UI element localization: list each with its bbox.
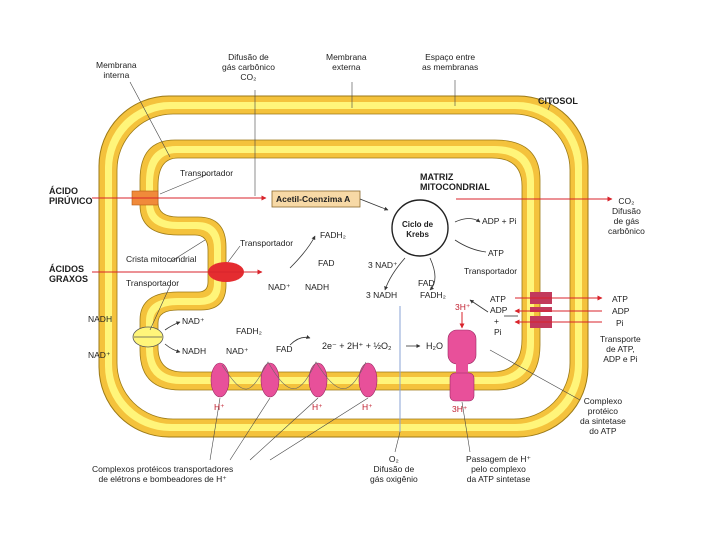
label-transportador-2: Transportador	[240, 238, 294, 248]
label-ciclo-krebs: Ciclo de Krebs	[402, 220, 434, 239]
label-nad-3: 3 NAD⁺	[368, 260, 398, 270]
label-citosol: CITOSOL	[538, 96, 578, 106]
label-co2-right: CO₂ Difusão de gás carbônico	[608, 196, 645, 236]
label-fad-3: FAD	[276, 344, 293, 354]
label-espaco-membranas: Espaço entre as membranas	[422, 52, 479, 72]
label-h-plus-3: H⁺	[362, 402, 373, 412]
label-adp-out: ADP	[612, 306, 630, 316]
label-nadh-1: NADH	[305, 282, 330, 292]
label-adp-2: ADP	[490, 305, 508, 315]
label-transportador-1: Transportador	[180, 168, 234, 178]
krebs-cycle-circle	[391, 199, 449, 257]
label-3h-a: 3H⁺	[455, 302, 471, 312]
label-fad-1: FAD	[318, 258, 335, 268]
label-nad-plus-2: NAD⁺	[182, 316, 205, 326]
label-h-plus-2: H⁺	[312, 402, 323, 412]
red-flow-arrows	[92, 195, 613, 432]
label-acetil-coa: Acetil-Coenzima A	[276, 194, 351, 204]
label-nad-plus-1: NAD⁺	[268, 282, 291, 292]
label-difusao-co2-top: Difusão de gás carbônico CO₂	[222, 52, 275, 82]
label-matriz: MATRIZ MITOCONDRIAL	[420, 172, 490, 192]
label-passagem: Passagem de H⁺ pelo complexo da ATP sint…	[466, 454, 531, 484]
label-nadh-2: NADH	[182, 346, 207, 356]
label-nadh-left: NADH	[88, 314, 113, 324]
atp-synthase	[447, 329, 477, 402]
label-transporte-atp: Transporte de ATP, ADP e Pi	[600, 334, 641, 364]
label-membrana-externa: Membrana externa	[326, 52, 367, 72]
label-acidos-graxos: ÁCIDOS GRAXOS	[49, 264, 89, 284]
black-pathway-arrows	[164, 198, 518, 354]
electron-transport-complexes	[210, 361, 378, 398]
label-complexo-sintetase: Complexo protéico da sintetase do ATP	[580, 396, 626, 436]
label-atp-out: ATP	[612, 294, 628, 304]
label-nadh-3: 3 NADH	[366, 290, 398, 300]
label-complexos-transportadores: Complexos protéicos transportadores de e…	[92, 464, 234, 484]
label-fadh2-2: FADH₂	[420, 290, 446, 300]
label-h2o: H₂O	[426, 341, 443, 351]
label-adp-pi: ADP + Pi	[482, 216, 517, 226]
label-3h-b: 3H⁺	[452, 404, 468, 414]
label-nad-plus-left: NAD⁺	[88, 350, 111, 360]
label-fadh2-1: FADH₂	[320, 230, 346, 240]
label-atp-2: ATP	[490, 294, 506, 304]
label-o2-difusao: O₂ Difusão de gás oxigênio	[370, 454, 418, 484]
label-acido-piruvico: ÁCIDO PIRÚVICO	[49, 186, 93, 206]
leader-lines	[129, 80, 581, 461]
label-pi-out: Pi	[616, 318, 624, 328]
label-fadh2-3: FADH₂	[236, 326, 262, 336]
label-pi-2: Pi	[494, 327, 502, 337]
label-plus: +	[494, 316, 499, 326]
label-atp-1: ATP	[488, 248, 504, 258]
label-crista: Crista mitocondrial	[126, 254, 197, 264]
label-transportador-4: Transportador	[464, 266, 518, 276]
label-transportador-3: Transportador	[126, 278, 180, 288]
label-nad-plus-3: NAD⁺	[226, 346, 249, 356]
atp-adp-channel	[530, 292, 552, 328]
label-h-plus-1: H⁺	[214, 402, 225, 412]
label-membrana-interna: Membrana interna	[96, 60, 137, 80]
label-fad-2: FAD	[418, 278, 435, 288]
label-reaction: 2e⁻ + 2H⁺ + ½O₂	[322, 341, 392, 351]
